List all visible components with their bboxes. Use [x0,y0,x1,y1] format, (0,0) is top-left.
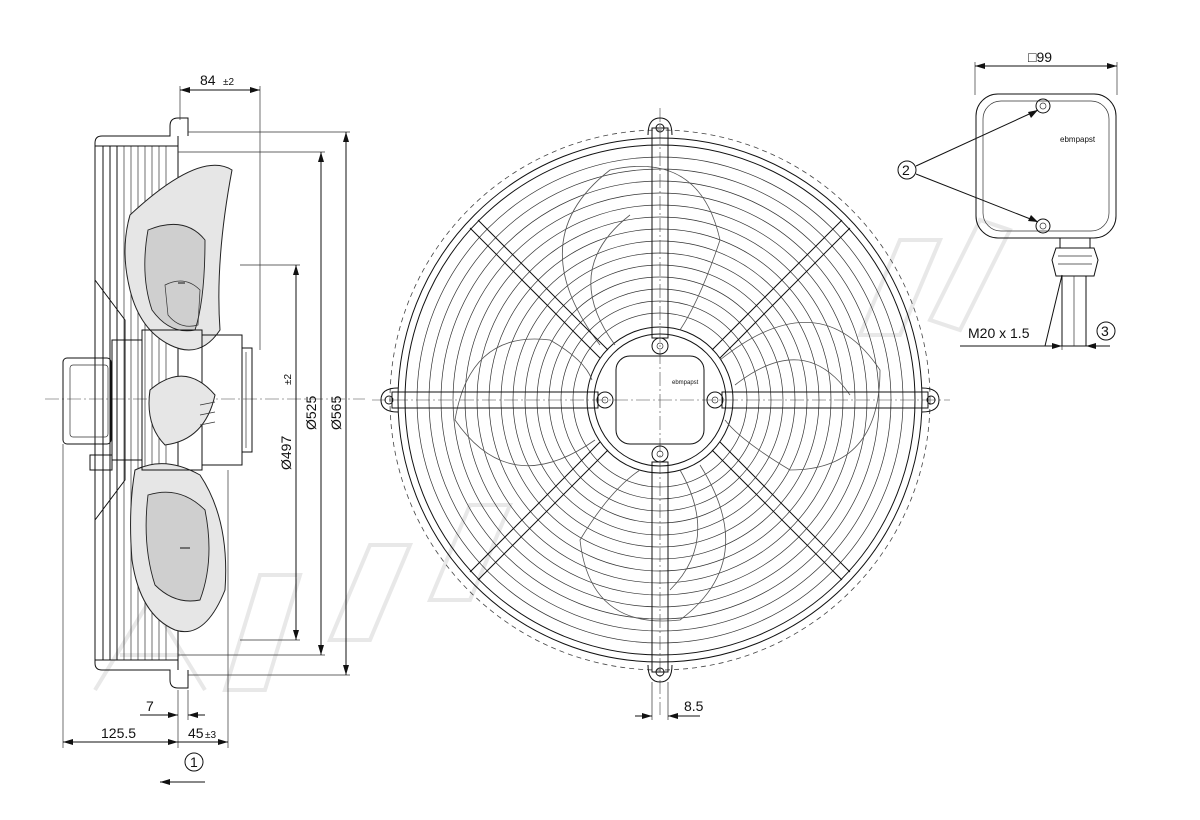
side-motor [62,329,253,471]
front-brand-label: ebmpapst [672,380,699,386]
dim-497-tolerance: ±2 [283,374,294,385]
terminal-box-detail: □99 ebmpapst [897,49,1118,350]
front-spokes [469,219,851,581]
front-guard-rings [397,137,923,663]
dim-45: 45 [188,725,204,741]
dim-497: Ø497 [278,436,294,470]
front-view: ebmpapst 8.5 [372,108,950,720]
dim-525: Ø525 [303,396,319,430]
terminal-box-leaders [897,109,1116,350]
watermark [93,217,1013,692]
side-dimensions [62,86,350,785]
callout-3: 3 [1101,323,1109,339]
dim-45-tolerance: ±3 [205,730,216,741]
dim-84-tolerance: ±2 [223,77,234,88]
dim-84: 84 [200,72,216,88]
front-blades [454,166,881,622]
dim-565: Ø565 [328,396,344,430]
front-outer-dash-circle [389,129,931,671]
front-dimension-8-5: 8.5 [635,682,704,720]
dim-7: 7 [146,698,154,714]
dim-99: □99 [1028,49,1052,65]
front-mounting-bars [380,117,940,683]
terminal-box-brand-label: ebmpapst [1060,135,1096,144]
dim-125-5: 125.5 [101,725,136,741]
front-terminal-box: ebmpapst [596,337,724,463]
callout-1: 1 [190,754,198,770]
thread-label: M20 x 1.5 [968,325,1030,341]
callout-2: 2 [902,162,910,178]
terminal-box-body [975,93,1117,239]
side-view: 84 ±2 Ø497 ±2 Ø525 Ø565 7 125.5 45 ±3 1 [45,72,365,785]
dim-8-5: 8.5 [684,698,704,714]
cable-gland [1051,237,1099,347]
